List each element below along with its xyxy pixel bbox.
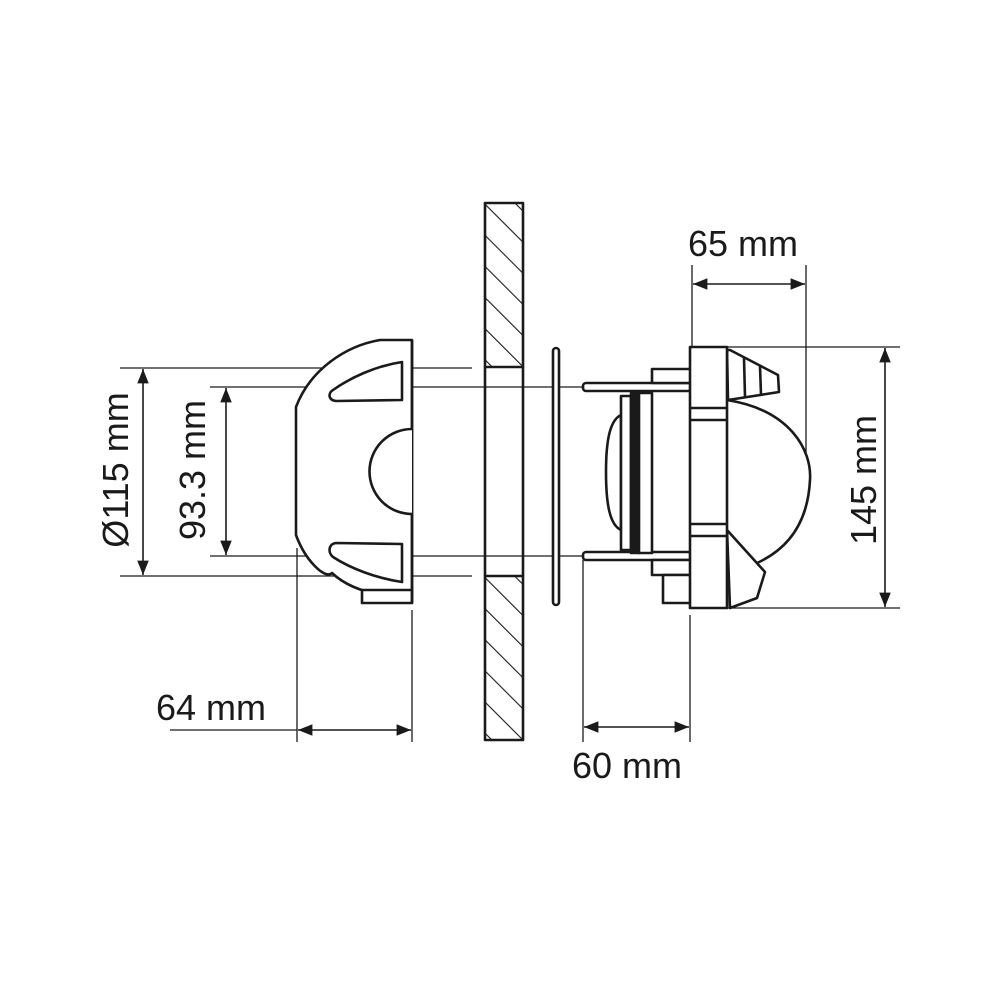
wall-section: [483, 201, 525, 742]
dim-label-inner-spacing: 93.3 mm: [172, 400, 213, 540]
dim-label-depth-rear: 64 mm: [156, 687, 266, 728]
dim-label-diameter: Ø115 mm: [95, 392, 136, 547]
dim-label-width-front: 65 mm: [688, 223, 798, 264]
rear-housing: [294, 338, 414, 605]
gasket: [551, 346, 561, 607]
dim-label-height-front: 145 mm: [843, 415, 884, 545]
dim-label-depth-front: 60 mm: [572, 745, 682, 786]
dimension-lines: [137, 278, 891, 736]
compass-unit: [581, 345, 812, 610]
